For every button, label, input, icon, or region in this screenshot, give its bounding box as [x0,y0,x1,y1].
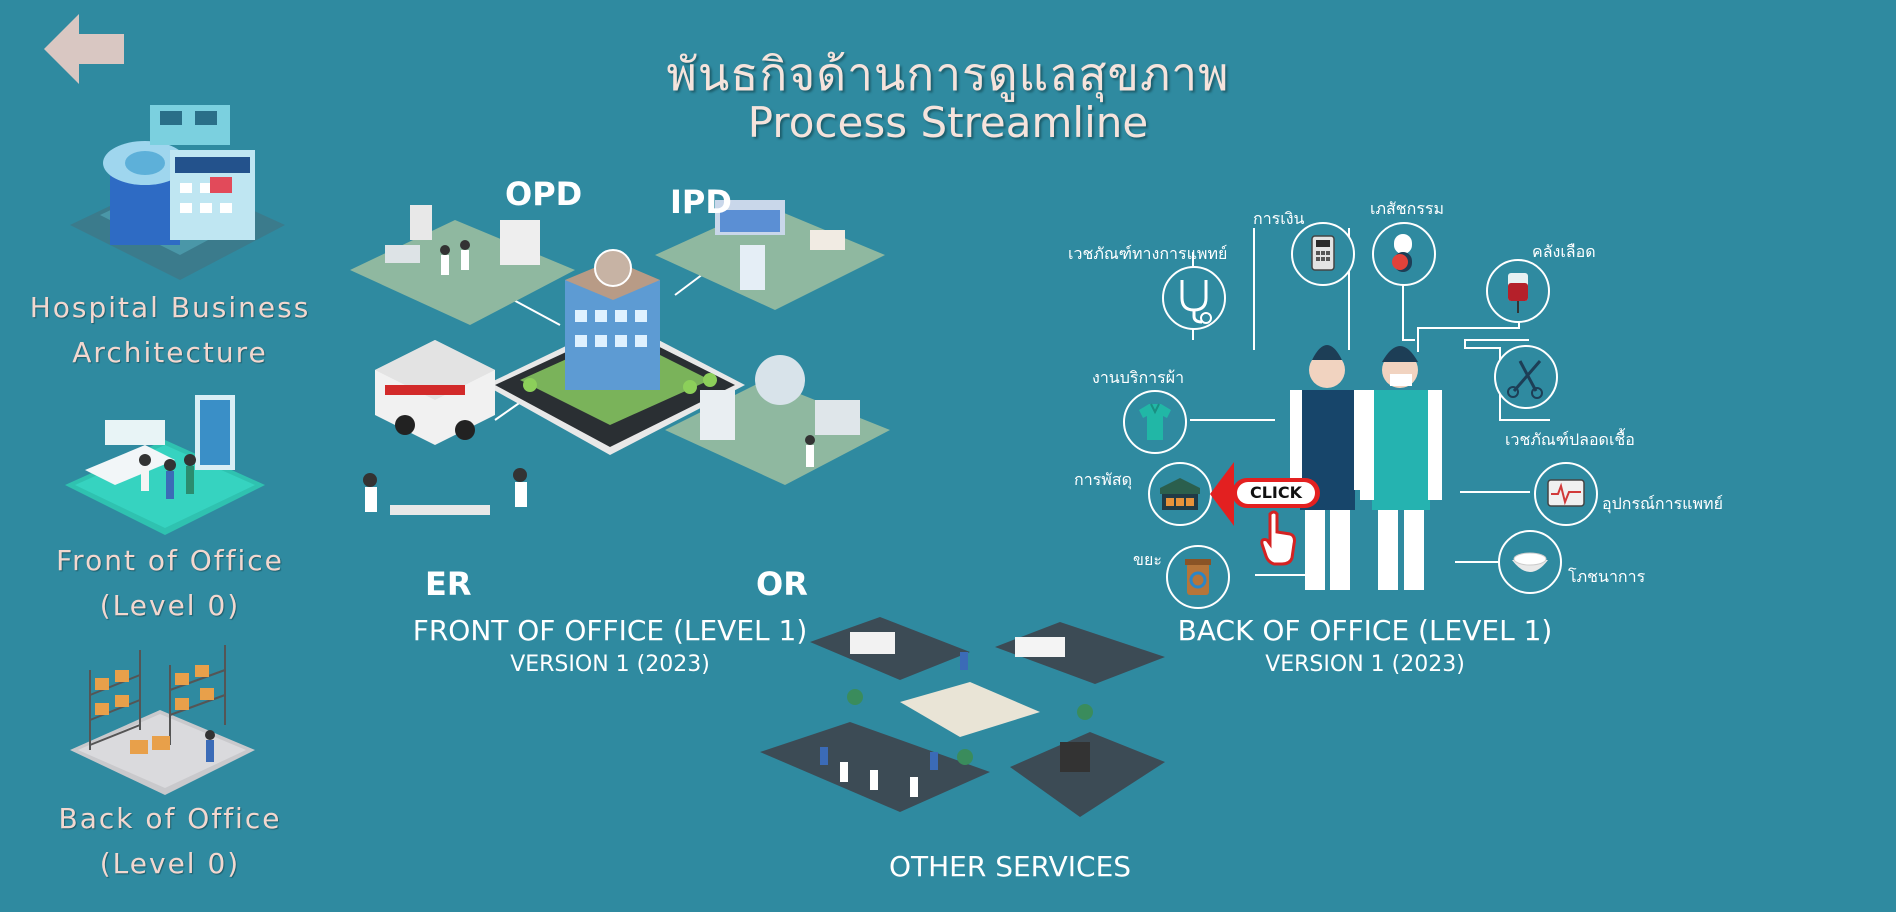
scrubs-shirt-icon [1139,403,1171,440]
hospital-departments-illustration [350,200,890,515]
page-title-thai: พันธกิจด้านการดูแลสุขภาพ [666,47,1230,101]
service-label-waste: ขยะ [1133,550,1162,569]
back-button[interactable] [44,14,126,84]
front-office-illustration[interactable] [345,175,895,555]
service-finance[interactable] [1291,222,1355,286]
service-label-nutrition: โภชนาการ [1568,567,1646,586]
sidebar-item-front-office-level0[interactable] [65,390,265,540]
service-nutrition[interactable] [1498,530,1562,594]
area-label-er[interactable]: ER [425,565,472,603]
service-medical-equipment[interactable] [1534,462,1598,526]
service-label-linen: งานบริการผ้า [1092,368,1185,387]
reception-desk-icon [65,395,265,535]
service-label-blood-bank: คลังเลือด [1532,242,1596,261]
food-bowl-icon [1512,552,1548,572]
click-label: CLICK [1237,482,1315,504]
service-medical-supplies[interactable] [1162,266,1226,330]
stethoscope-icon [1180,280,1212,324]
service-linen[interactable] [1123,390,1187,454]
click-button[interactable]: CLICK [1232,478,1320,508]
service-label-medical-equipment: อุปกรณ์การแพทย์ [1602,494,1723,513]
scissors-icon [1507,360,1543,399]
arrow-left-icon [44,14,124,84]
warehouse-shelves-icon [70,645,255,795]
front-office-version: VERSION 1 (2023) [510,652,710,677]
pill-capsule-icon [1392,234,1412,272]
back-office-diagram [1060,200,1760,610]
recycle-bin-icon [1185,559,1211,595]
blood-bag-icon [1508,273,1528,313]
other-services-illustration[interactable] [760,612,1170,852]
service-label-procurement: การพัสดุ [1074,470,1132,489]
medical-monitor-icon [1547,479,1585,507]
sidebar-label-line2: (Level 0) [99,589,241,622]
service-procurement[interactable] [1148,462,1212,526]
connector-lines [1190,228,1550,590]
sidebar-label-back-office-level0[interactable]: Back of Office (Level 0) [20,796,320,886]
service-pharmacy[interactable] [1372,222,1436,286]
pointer-hand-icon [1258,510,1298,566]
back-office-version: VERSION 1 (2023) [1265,652,1465,677]
service-label-medical-supplies: เวชภัณฑ์ทางการแพทย์ [1068,244,1228,263]
sidebar-item-hospital-architecture[interactable] [60,95,290,285]
area-label-or[interactable]: OR [756,565,808,603]
click-arrow-icon [1210,462,1234,526]
service-label-pharmacy: เภสัชกรรม [1370,199,1445,218]
sidebar-label-front-office-level0[interactable]: Front of Office (Level 0) [20,538,320,628]
sidebar-label-line1: Back of Office [58,802,282,835]
supply-boxes-icon [1160,478,1200,510]
other-services-title[interactable]: OTHER SERVICES [888,850,1132,883]
page-title: Process Streamline [747,98,1149,147]
sidebar-label-hospital-architecture[interactable]: Hospital Business Architecture [20,285,320,375]
service-blood-bank[interactable] [1486,259,1550,323]
area-label-opd[interactable]: OPD [505,175,583,213]
waiting-area-illustration [760,617,1165,817]
service-label-sterile-supplies: เวชภัณฑ์ปลอดเชื้อ [1505,430,1635,449]
back-office-title[interactable]: BACK OF OFFICE (LEVEL 1) [1177,614,1553,647]
sidebar-label-line1: Front of Office [56,544,284,577]
area-label-ipd[interactable]: IPD [670,183,732,221]
service-sterile-supplies[interactable] [1494,345,1558,409]
sidebar-item-back-office-level0[interactable] [70,640,255,800]
service-label-finance: การเงิน [1253,209,1305,228]
front-office-title[interactable]: FRONT OF OFFICE (LEVEL 1) [412,614,808,647]
sidebar-label-line2: Architecture [72,336,268,369]
service-waste[interactable] [1166,545,1230,609]
hospital-building-icon [70,105,285,280]
calculator-icon [1311,235,1335,271]
sidebar-label-line1: Hospital Business [29,291,311,324]
sidebar-label-line2: (Level 0) [99,847,241,880]
